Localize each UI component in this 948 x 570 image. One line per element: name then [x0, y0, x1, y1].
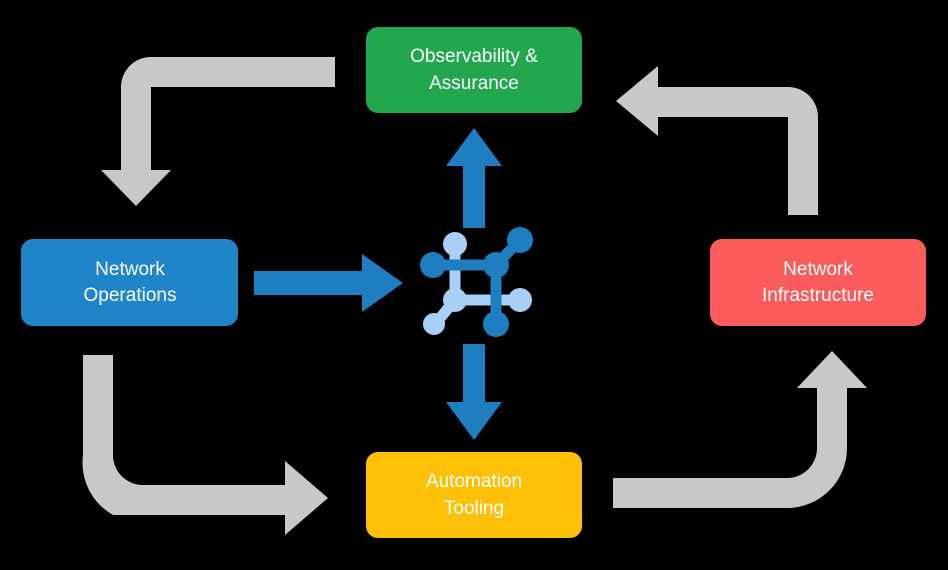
node-automation-tooling-line2: Tooling: [444, 498, 504, 519]
node-dot-top-right: [507, 227, 533, 253]
node-automation-tooling-bg: [366, 452, 582, 538]
node-dot-mid-right: [508, 288, 532, 312]
node-dot-center-left: [443, 288, 467, 312]
node-automation-tooling[interactable]: Automation Tooling: [366, 452, 582, 538]
node-network-operations-line2: Operations: [84, 285, 177, 306]
node-observability-assurance[interactable]: Observability & Assurance: [366, 27, 582, 113]
node-dot-bottom: [483, 311, 509, 337]
node-dot-top-left: [443, 232, 467, 256]
node-network-infrastructure-bg: [710, 239, 926, 326]
flow-arrow-observability-to-operations: [101, 57, 335, 206]
flow-arrow-automation-to-infrastructure: [613, 351, 867, 508]
hub-arrow-up: [446, 128, 502, 228]
topology-nodes-secondary: [423, 232, 532, 335]
node-network-infrastructure-line2: Infrastructure: [762, 285, 874, 306]
topology-nodes-primary: [420, 227, 533, 337]
node-dot-bottom-left: [423, 313, 445, 335]
node-network-infrastructure-line1: Network: [783, 259, 853, 280]
node-dot-center: [483, 252, 509, 278]
node-observability-assurance-bg: [366, 27, 582, 113]
flow-arrow-infrastructure-to-observability: [616, 66, 818, 215]
node-network-operations-line1: Network: [95, 259, 165, 280]
hub-arrow-down: [446, 344, 502, 440]
node-network-operations[interactable]: Network Operations: [21, 239, 238, 326]
node-automation-tooling-line1: Automation: [426, 471, 522, 492]
node-dot-left: [420, 252, 446, 278]
node-observability-assurance-line2: Assurance: [429, 73, 519, 94]
network-topology-icon: [420, 227, 533, 337]
node-observability-assurance-line1: Observability &: [410, 46, 538, 67]
hub-arrow-right: [254, 254, 403, 312]
node-network-infrastructure[interactable]: Network Infrastructure: [710, 239, 926, 326]
node-network-operations-bg: [21, 239, 238, 326]
flow-arrow-operations-to-automation: [82, 355, 328, 535]
